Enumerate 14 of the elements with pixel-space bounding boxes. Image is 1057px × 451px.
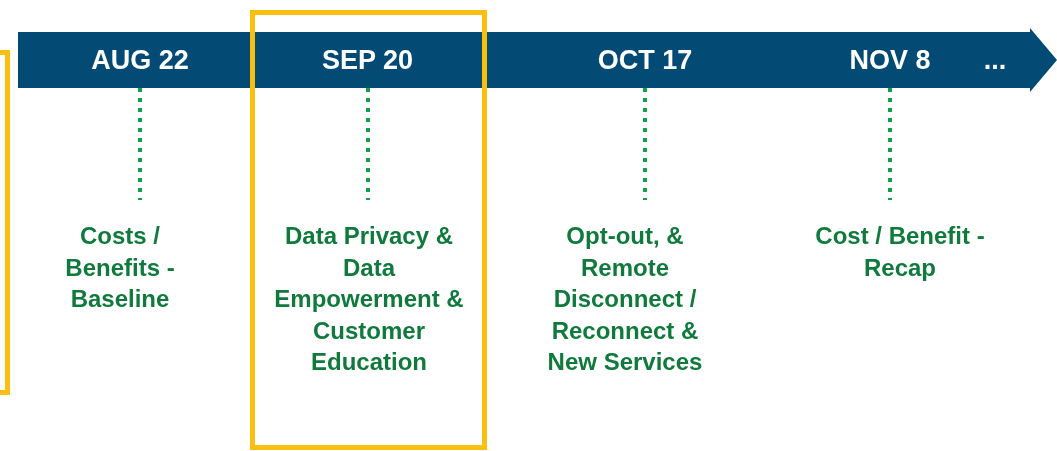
date-label: SEP 20 [275, 32, 460, 88]
ellipsis-text: ... [982, 44, 1008, 77]
dotted-connector [643, 88, 647, 200]
topic-text: Opt-out, & Remote Disconnect / Reconnect & New Services [530, 220, 720, 378]
date-label: NOV 8 [820, 32, 960, 88]
topic-text: Costs / Benefits - Baseline [40, 220, 200, 315]
date-label: OCT 17 [560, 32, 730, 88]
dotted-connector [888, 88, 892, 200]
dotted-connector [366, 88, 370, 200]
date-label: AUG 22 [60, 32, 220, 88]
topic-text: Cost / Benefit - Recap [790, 220, 1010, 283]
dotted-connector [138, 88, 142, 200]
topic-text: Data Privacy & Data Empowerment & Customer Education [260, 220, 478, 378]
highlight-frame [250, 10, 487, 450]
